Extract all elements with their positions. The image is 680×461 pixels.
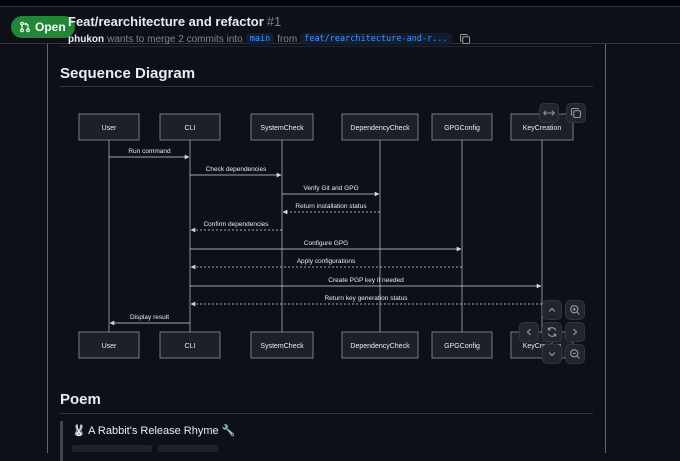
zoom-out-button[interactable] bbox=[565, 344, 585, 364]
participant-label-user-bottom: User bbox=[102, 343, 117, 350]
participant-box-systemcheck-bottom bbox=[250, 331, 314, 359]
participant-label-systemcheck-bottom: SystemCheck bbox=[260, 343, 304, 350]
participant-box-cli-top bbox=[159, 113, 221, 141]
pan-right-button[interactable] bbox=[565, 322, 585, 342]
git-pull-request-icon bbox=[20, 21, 30, 33]
chevron-up-icon bbox=[548, 307, 556, 312]
pan-left-button[interactable] bbox=[519, 322, 539, 342]
participant-label-systemcheck-top: SystemCheck bbox=[260, 125, 304, 132]
reset-button[interactable] bbox=[542, 322, 562, 342]
participant-box-dependencycheck-top bbox=[341, 113, 419, 141]
top-bar bbox=[0, 0, 680, 7]
participant-label-gpgconfig-bottom: GPGConfig bbox=[444, 343, 480, 350]
message-label: Apply configurations bbox=[297, 258, 356, 265]
poem-first-line: 🐰 A Rabbit's Release Rhyme 🔧 bbox=[72, 425, 236, 437]
message-label: Run command bbox=[128, 148, 171, 155]
pr-status-badge: Open bbox=[11, 16, 75, 38]
participant-label-keycreation-top: KeyCreation bbox=[523, 125, 562, 132]
participant-label-cli-bottom: CLI bbox=[185, 343, 196, 350]
participant-box-gpgconfig-bottom bbox=[431, 331, 493, 359]
poem-next-line-fade bbox=[72, 444, 218, 455]
expand-button[interactable] bbox=[539, 103, 559, 123]
pr-meta: phukon wants to merge 2 commits into mai… bbox=[68, 33, 471, 45]
arrows-horizontal-icon bbox=[543, 110, 555, 116]
participant-label-dependencycheck-bottom: DependencyCheck bbox=[350, 343, 410, 350]
participant-label-cli-top: CLI bbox=[185, 125, 196, 132]
message-label: Display result bbox=[130, 314, 169, 321]
pr-author-link[interactable]: phukon bbox=[68, 33, 105, 45]
poem-heading-divider bbox=[60, 413, 593, 414]
message-label: Configure GPG bbox=[304, 240, 348, 247]
participant-box-dependencycheck-bottom bbox=[341, 331, 419, 359]
top-divider bbox=[60, 46, 593, 47]
copy-icon bbox=[570, 107, 582, 119]
participant-box-systemcheck-top bbox=[250, 113, 314, 141]
message-label: Verify Git and GPG bbox=[303, 185, 358, 192]
chevron-right-icon bbox=[573, 328, 578, 336]
zoom-in-icon bbox=[570, 305, 580, 315]
participant-label-gpgconfig-top: GPGConfig bbox=[444, 125, 480, 132]
message-label: Return installation status bbox=[295, 203, 367, 210]
pr-merge-text: wants to merge 2 commits into bbox=[107, 33, 243, 45]
chevron-down-icon bbox=[548, 352, 556, 357]
message-label: Return key generation status bbox=[324, 295, 408, 302]
pr-status-label: Open bbox=[35, 20, 66, 34]
message-label: Confirm dependencies bbox=[203, 221, 269, 228]
pr-title-text: Feat/rearchitecture and refactor bbox=[68, 14, 264, 29]
copy-icon[interactable] bbox=[459, 33, 471, 45]
pan-up-button[interactable] bbox=[542, 300, 562, 320]
pr-number: #1 bbox=[266, 14, 282, 29]
heading-divider bbox=[60, 86, 593, 87]
base-branch-link[interactable]: main bbox=[245, 33, 275, 45]
chevron-left-icon bbox=[526, 328, 531, 336]
participant-box-user-bottom bbox=[78, 331, 140, 359]
pr-from-text: from bbox=[277, 33, 298, 45]
pr-header: Open Feat/rearchitecture and refactor#1 … bbox=[0, 7, 680, 45]
zoom-in-button[interactable] bbox=[565, 300, 585, 320]
sync-icon bbox=[547, 327, 557, 337]
copy-diagram-button[interactable] bbox=[566, 103, 586, 123]
sequence-diagram[interactable]: UserUserCLICLISystemCheckSystemCheckDepe… bbox=[48, 44, 605, 374]
participant-label-user-top: User bbox=[102, 125, 117, 132]
poem-blockquote: 🐰 A Rabbit's Release Rhyme 🔧 bbox=[60, 421, 596, 461]
poem-heading: Poem bbox=[60, 391, 101, 408]
participant-label-dependencycheck-top: DependencyCheck bbox=[350, 125, 410, 132]
participant-box-cli-bottom bbox=[159, 331, 221, 359]
pan-down-button[interactable] bbox=[542, 344, 562, 364]
head-branch-link[interactable]: feat/rearchitecture-and-r... bbox=[300, 33, 452, 45]
participant-box-gpgconfig-top bbox=[431, 113, 493, 141]
message-label: Create PGP key if needed bbox=[328, 277, 404, 284]
zoom-out-icon bbox=[570, 349, 580, 359]
pr-title: Feat/rearchitecture and refactor#1 bbox=[68, 14, 281, 29]
participant-box-user-top bbox=[78, 113, 140, 141]
message-label: Check dependencies bbox=[206, 166, 267, 173]
sequence-diagram-heading: Sequence Diagram bbox=[60, 65, 196, 82]
